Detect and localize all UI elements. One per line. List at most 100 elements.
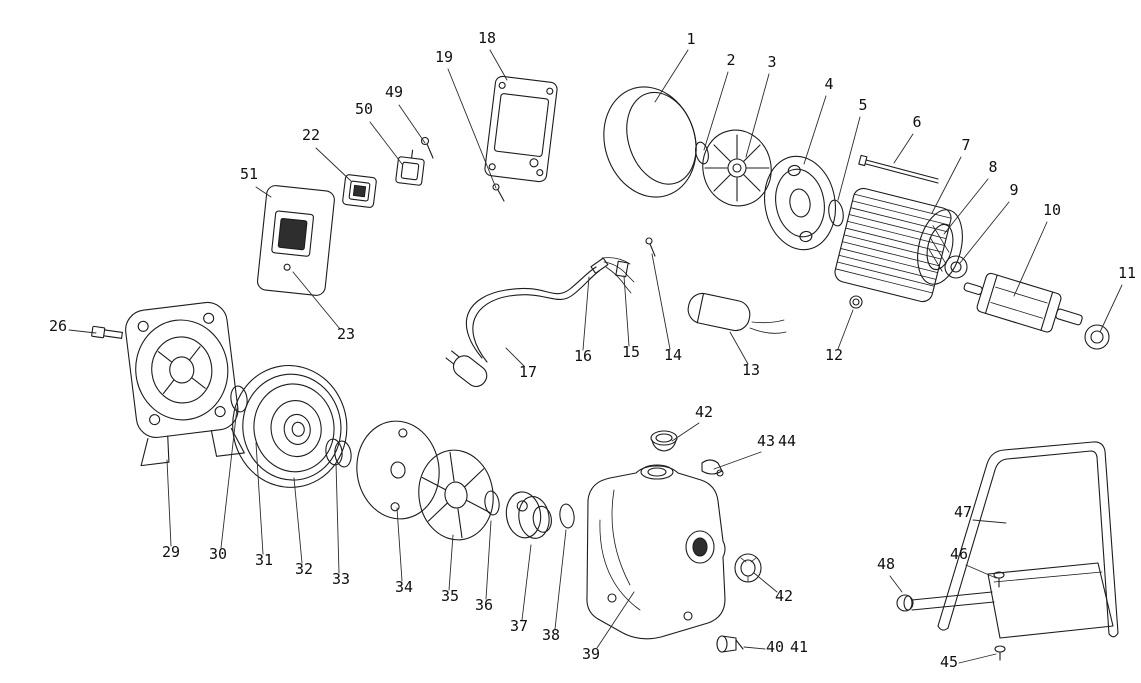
part-22-switch (342, 174, 377, 208)
callout-label-29: 29 (162, 543, 180, 561)
callout-label-16: 16 (574, 347, 592, 365)
part-42-insert-side (734, 553, 762, 583)
part-3-fan (702, 129, 772, 207)
part-8-stator-core (917, 209, 963, 285)
callout-leader-18 (489, 49, 508, 81)
callout-label-12: 12 (825, 346, 843, 364)
part-32-ejector-disc (232, 364, 348, 488)
callout-leader-2 (703, 71, 729, 151)
callout-leader-8 (943, 178, 989, 235)
part-51-terminal-box (256, 185, 335, 296)
callout-leader-37 (521, 544, 532, 621)
part-30-o-ring (230, 385, 248, 413)
callout-leader-16 (582, 276, 590, 351)
part-19-screw (492, 183, 505, 202)
callout-leader-39 (596, 591, 635, 649)
callout-leader-5 (837, 116, 861, 201)
callout-leader-14 (651, 253, 671, 350)
callout-label-39: 39 (582, 645, 600, 663)
callout-label-22: 22 (302, 126, 320, 144)
callout-label-31: 31 (255, 551, 273, 569)
part-10-rotor (963, 272, 1083, 333)
part-40-drain-plug (716, 635, 744, 653)
callout-label-23: 23 (337, 325, 355, 343)
part-13-capacitor (687, 292, 787, 334)
callout-label-14: 14 (664, 346, 682, 364)
part-42-insert-top (650, 430, 678, 452)
callout-leader-49 (398, 104, 426, 144)
callout-leader-4 (803, 95, 827, 165)
part-50-switch-insert (395, 149, 425, 186)
part-6-through-bolt (858, 154, 939, 184)
callout-label-2: 2 (726, 51, 735, 69)
callout-leader-36 (485, 520, 492, 600)
callout-leader-42b (753, 572, 778, 593)
part-16-cord-terminal (590, 257, 635, 294)
part-38-o-ring (559, 503, 575, 529)
callout-leader-35 (448, 534, 454, 591)
part-14-screw (645, 237, 656, 257)
callout-label-36: 36 (475, 596, 493, 614)
part-9-bearing (944, 255, 968, 279)
callout-label-13: 13 (742, 361, 760, 379)
callout-label-11: 11 (1118, 264, 1136, 282)
part-4-motor-end-bracket (764, 155, 836, 251)
callout-label-44: 44 (778, 432, 796, 450)
part-35-diffuser (418, 449, 494, 541)
part-36-o-ring (484, 490, 500, 516)
part-15-cable-clamp (615, 260, 629, 278)
callout-label-30: 30 (209, 545, 227, 563)
callout-leader-10 (1013, 221, 1048, 297)
callout-leader-43 (713, 451, 762, 470)
callout-leader-23 (292, 271, 341, 330)
callout-label-35: 35 (441, 587, 459, 605)
callout-leader-15 (623, 275, 630, 347)
callout-leader-34 (396, 507, 403, 582)
callout-leader-38 (554, 529, 567, 630)
part-43-44-clip (701, 459, 724, 477)
callout-leader-30 (220, 407, 238, 549)
callout-label-40: 40 (766, 638, 784, 656)
callout-label-3: 3 (767, 53, 776, 71)
callout-label-15: 15 (622, 343, 640, 361)
part-48-end-cap (896, 594, 914, 612)
callout-label-32: 32 (295, 560, 313, 578)
callout-label-10: 10 (1043, 201, 1061, 219)
callout-leader-51 (255, 186, 272, 198)
callout-label-6: 6 (912, 113, 921, 131)
callout-label-26: 26 (49, 317, 67, 335)
part-12-plug (849, 295, 863, 309)
part-49-screw (420, 136, 434, 159)
callout-label-38: 38 (542, 626, 560, 644)
callout-leader-33 (335, 462, 340, 574)
callout-leader-19 (447, 68, 497, 189)
callout-leader-31 (255, 442, 264, 555)
callout-label-51: 51 (240, 165, 258, 183)
callout-leader-48 (889, 575, 903, 593)
callout-label-42a: 42 (695, 403, 713, 421)
callout-label-33: 33 (332, 570, 350, 588)
callout-label-8: 8 (988, 158, 997, 176)
callout-leader-7 (931, 156, 962, 214)
part-5-o-ring (828, 199, 844, 227)
callout-leader-46 (965, 564, 997, 579)
part-29-pump-bracket (125, 301, 245, 467)
callout-label-43: 43 (757, 432, 775, 450)
callout-leader-29 (166, 459, 172, 547)
part-39-pump-housing (586, 464, 726, 640)
callout-label-34: 34 (395, 578, 413, 596)
callout-label-50: 50 (355, 100, 373, 118)
callout-leader-9 (959, 201, 1010, 264)
callout-label-19: 19 (435, 48, 453, 66)
callout-label-42b: 42 (775, 587, 793, 605)
callout-label-9: 9 (1009, 181, 1018, 199)
callout-label-49: 49 (385, 83, 403, 101)
part-45-screw (994, 645, 1006, 661)
callout-label-1: 1 (686, 30, 695, 48)
callout-leader-32 (293, 477, 303, 564)
part-11-bearing (1084, 324, 1110, 350)
callout-label-18: 18 (478, 29, 496, 47)
